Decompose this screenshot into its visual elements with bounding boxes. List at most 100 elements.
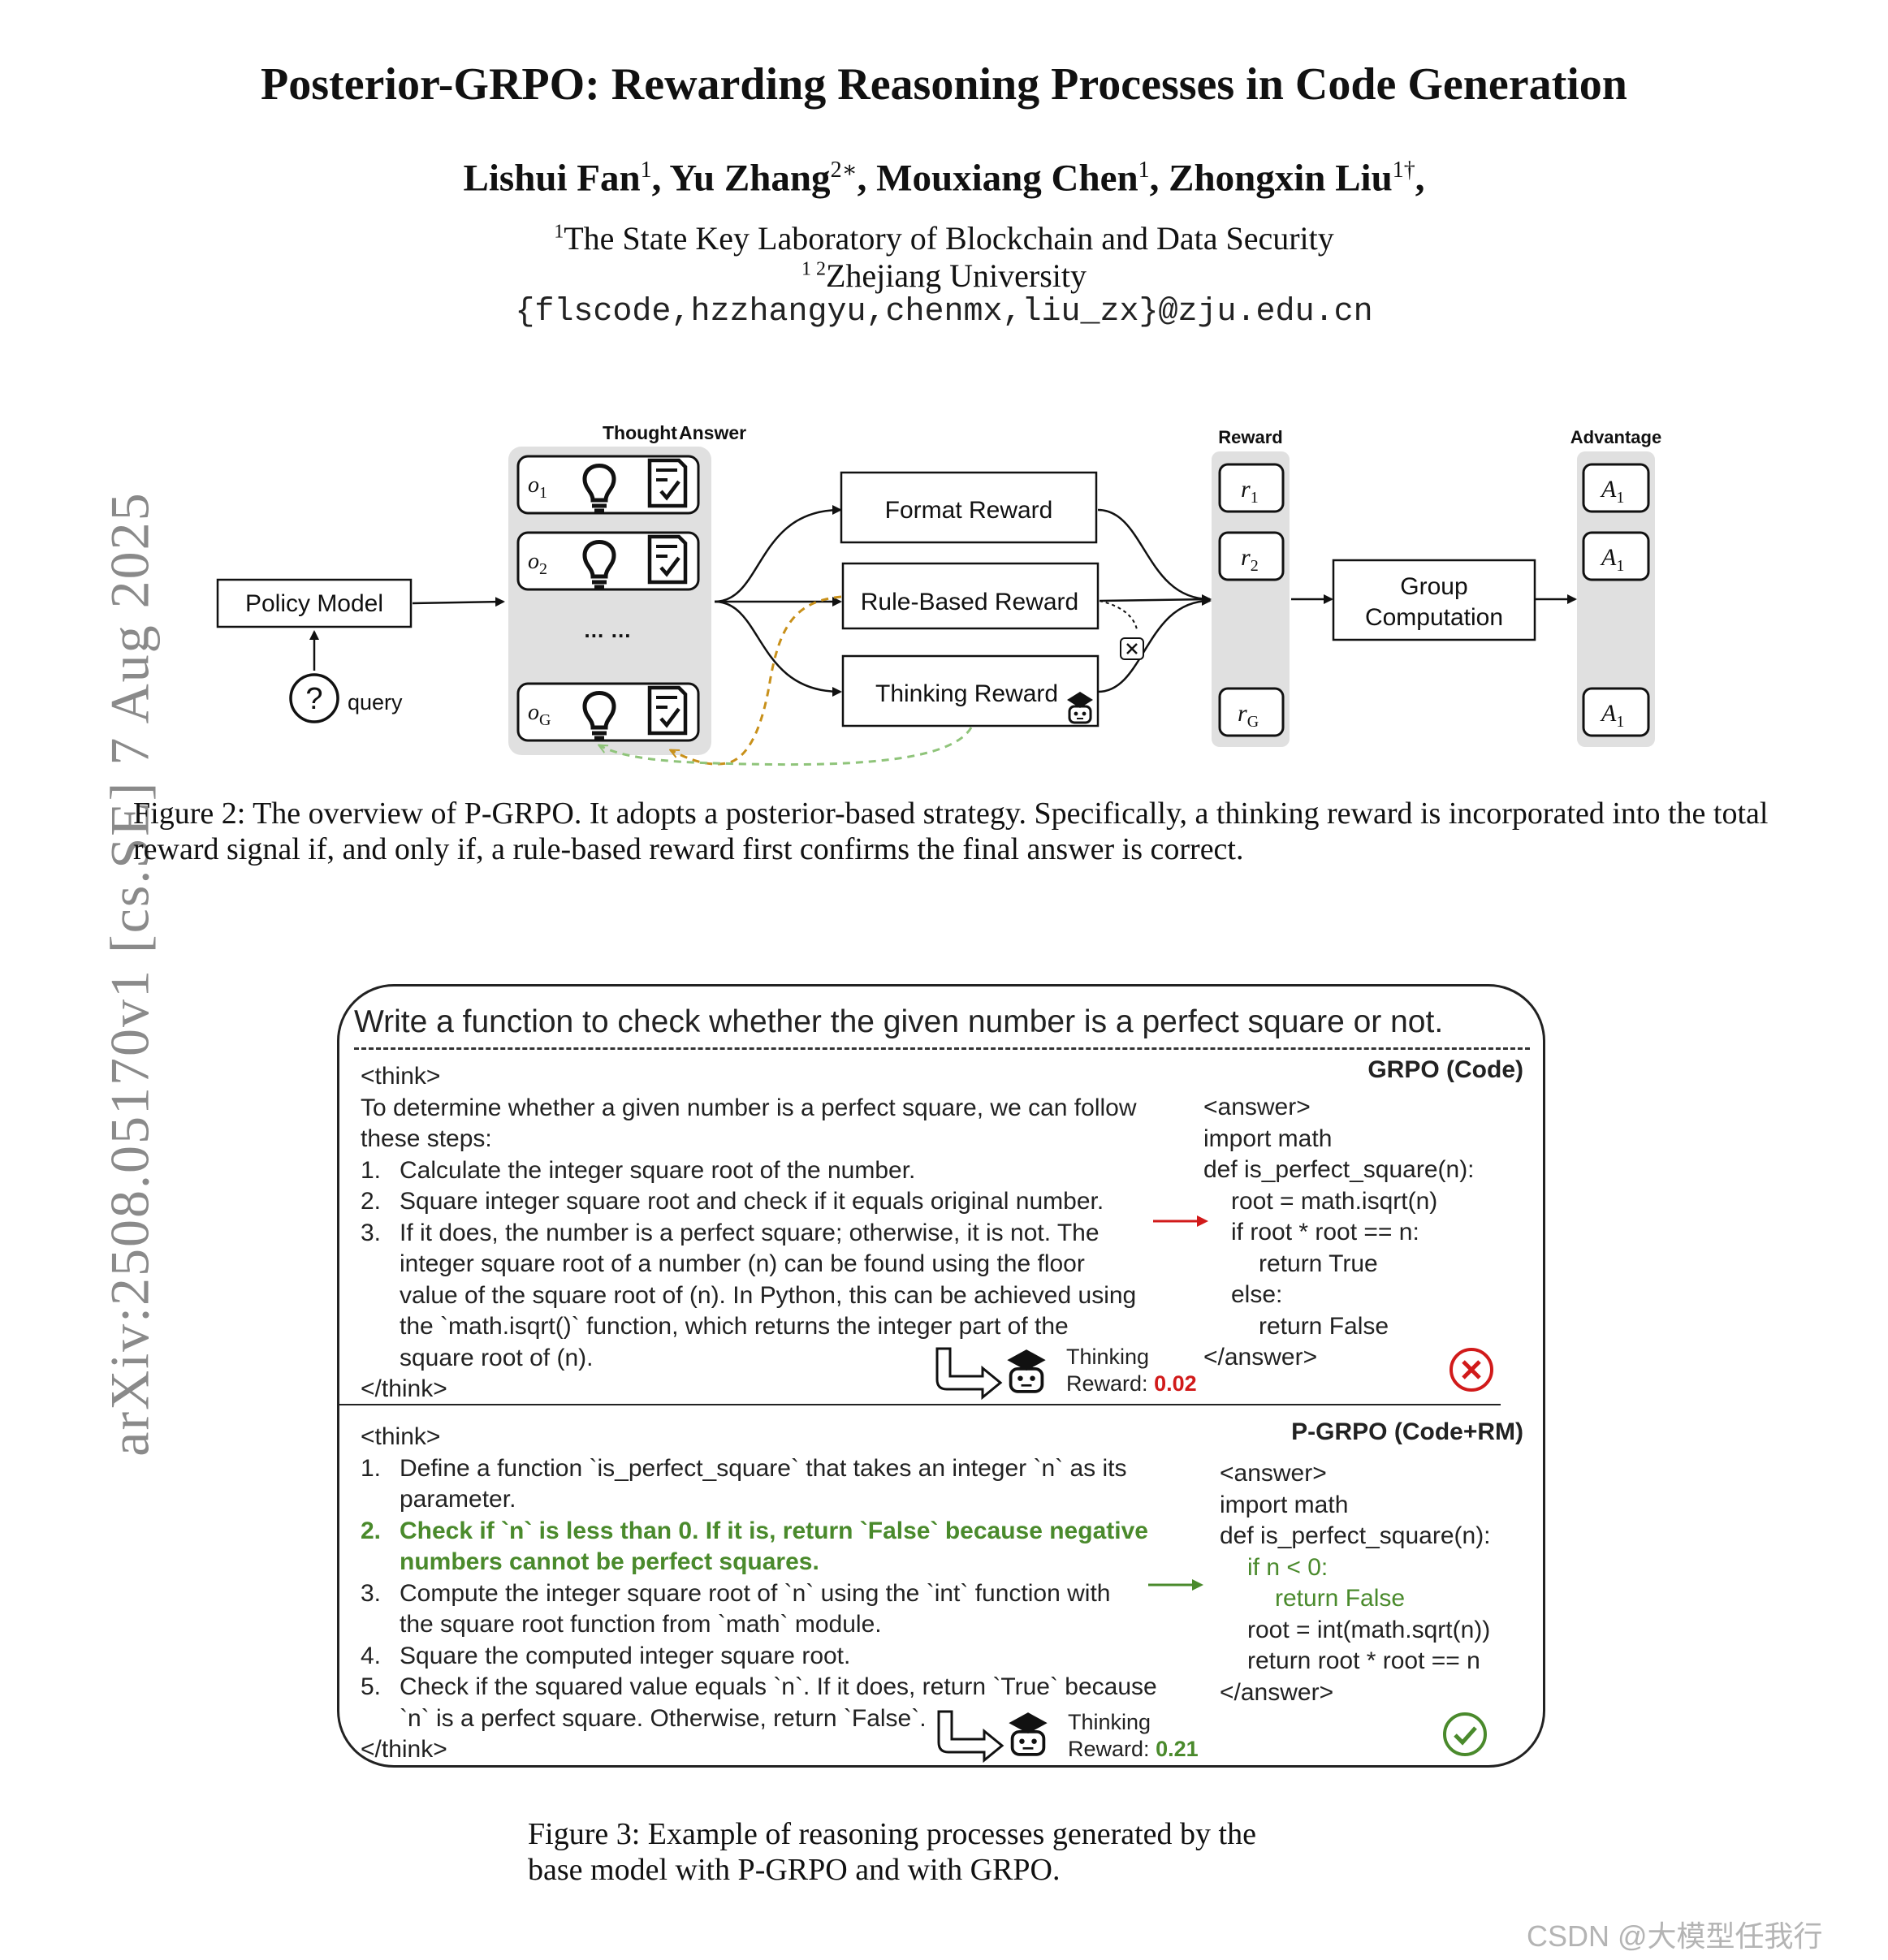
author-mark: 1 — [640, 158, 652, 183]
reward-item: rG — [1218, 687, 1285, 737]
advantage-symbol: A — [1600, 700, 1617, 727]
think-step: 2.Square integer square root and check i… — [361, 1188, 1104, 1215]
reward-subscript: 2 — [1251, 557, 1259, 575]
reward-item: r1 — [1218, 463, 1285, 513]
code-line: return root * root == n — [1247, 1647, 1480, 1674]
thinking-label: Thinking — [1068, 1710, 1151, 1734]
code-line: def is_perfect_square(n): — [1203, 1156, 1475, 1183]
code-line: return False — [1259, 1312, 1389, 1340]
think-step-continuation: integer square root of a number (n) can … — [400, 1250, 1085, 1277]
author-emails: {flscode,hzzhangyu,chenmx,liu_zx}@zju.ed… — [515, 294, 1373, 330]
reward-symbol: r — [1241, 544, 1251, 571]
output-symbol: o — [528, 473, 539, 498]
group-computation-line2: Computation — [1365, 604, 1503, 631]
wrong-cross-icon — [1449, 1348, 1493, 1392]
advantage-symbol: A — [1600, 476, 1617, 503]
think-step: 1.Calculate the integer square root of t… — [361, 1156, 916, 1184]
outputs-ellipsis: … … — [583, 618, 631, 642]
affiliation-text: Zhejiang University — [825, 257, 1087, 294]
grpo-thinking-reward: Thinking Reward: 0.02 — [1066, 1344, 1197, 1397]
reward-label: Reward: — [1068, 1737, 1150, 1761]
code-line-added: return False — [1275, 1585, 1406, 1612]
figure-2-caption: Figure 2: The overview of P-GRPO. It ado… — [133, 797, 1769, 866]
advantage-subscript: 1 — [1616, 713, 1624, 731]
advantage-item: A1 — [1582, 531, 1650, 581]
think-step-continuation: the `math.isqrt()` function, which retur… — [400, 1313, 1069, 1340]
caption-line: Figure 3: Example of reasoning processes… — [528, 1817, 1256, 1851]
code-line: root = math.isqrt(n) — [1231, 1187, 1438, 1215]
author-mark: 2∗ — [830, 158, 858, 183]
prompt-divider — [354, 1047, 1530, 1050]
think-step-continuation: square root of (n). — [400, 1344, 594, 1371]
affiliation-mark: 1 — [554, 221, 564, 243]
reward-item: r2 — [1218, 531, 1285, 581]
correct-check-icon — [1443, 1712, 1487, 1756]
output-symbol: o — [528, 700, 539, 725]
think-step: 5.Check if the squared value equals `n`.… — [361, 1673, 1157, 1700]
reward-column-panel — [1212, 451, 1290, 747]
green-arrow — [1148, 1579, 1203, 1591]
author-name: Lishui Fan — [463, 157, 641, 200]
think-step: 3.If it does, the number is a perfect sq… — [361, 1219, 1100, 1246]
rule-based-reward-label: Rule-Based Reward — [861, 589, 1078, 615]
code-line: if root * root == n: — [1231, 1219, 1419, 1246]
query-icon — [289, 673, 339, 723]
affiliation-mark: 1 2 — [801, 258, 826, 280]
output-subscript: 1 — [539, 484, 547, 502]
reward-subscript: G — [1247, 713, 1259, 731]
reward-subscript: 1 — [1251, 489, 1259, 507]
think-step-continuation: parameter. — [400, 1486, 516, 1513]
thinking-reward-label: Thinking Reward — [875, 680, 1058, 707]
grpo-reward-value: 0.02 — [1154, 1371, 1197, 1396]
think-step-continuation: `n` is a perfect square. Otherwise, retu… — [400, 1704, 927, 1732]
output-symbol: o — [528, 549, 539, 574]
author-mark: 1 — [1138, 158, 1150, 183]
figure-2-diagram: Policy Model ? query Thought Answer o1 o… — [216, 422, 1661, 766]
code-line: root = int(math.sqrt(n)) — [1247, 1616, 1491, 1643]
think-step-continuation: value of the square root of (n). In Pyth… — [400, 1281, 1137, 1309]
csdn-watermark: CSDN @大模型任我行 — [1527, 1919, 1823, 1953]
code-line: <answer> — [1220, 1460, 1327, 1487]
svg-text:A1: A1 — [1600, 476, 1624, 507]
figure-3-example: Write a function to check whether the gi… — [337, 984, 1545, 1768]
think-step-continuation: the square root function from `math` mod… — [400, 1611, 882, 1638]
think-step-highlighted-continuation: numbers cannot be perfect squares. — [400, 1548, 819, 1575]
caption-line: base model with P-GRPO and with GRPO. — [528, 1853, 1061, 1887]
author-list: Lishui Fan1, Yu Zhang2∗, Mouxiang Chen1,… — [463, 157, 1425, 200]
svg-text:o1: o1 — [528, 473, 547, 502]
code-line: else: — [1231, 1281, 1283, 1308]
author-name: Yu Zhang — [669, 157, 831, 200]
reward-symbol: r — [1238, 700, 1247, 727]
author-mark: 1† — [1392, 158, 1415, 183]
code-line: <answer> — [1203, 1094, 1311, 1120]
pgrpo-answer-code: <answer> import math def is_perfect_squa… — [1220, 1458, 1491, 1708]
figure-3-caption: Figure 3: Example of reasoning processes… — [528, 1816, 1340, 1888]
svg-text:?: ? — [305, 682, 322, 716]
svg-text:A1: A1 — [1600, 544, 1624, 575]
code-line-added: if n < 0: — [1247, 1553, 1329, 1581]
svg-text:r2: r2 — [1241, 544, 1259, 575]
grpo-label: GRPO (Code) — [1367, 1056, 1523, 1083]
thinking-label: Thinking — [1066, 1345, 1150, 1369]
think-step: 1.Define a function `is_perfect_square` … — [361, 1454, 1127, 1482]
rule-based-reward-box — [841, 562, 1100, 630]
reward-label: Reward: — [1066, 1371, 1148, 1396]
grpo-think-block: <think> To determine whether a given num… — [361, 1061, 1137, 1405]
output-row-g: oG — [516, 682, 700, 742]
advantage-subscript: 1 — [1616, 557, 1624, 575]
query-label: query — [348, 690, 403, 714]
code-line: </answer> — [1203, 1344, 1318, 1371]
feedback-dashed-arrow — [599, 727, 973, 766]
affiliation-2: 1 2Zhejiang University — [0, 257, 1888, 295]
advantage-item: A1 — [1582, 463, 1650, 513]
advantage-subscript: 1 — [1616, 489, 1624, 507]
policy-model-box — [216, 578, 413, 628]
answer-header: Answer — [679, 422, 746, 443]
think-close-tag: </think> — [361, 1375, 447, 1402]
think-step: 3.Compute the integer square root of `n`… — [361, 1579, 1111, 1607]
pgrpo-reward-value: 0.21 — [1156, 1737, 1199, 1761]
return-arrow-icon — [937, 1710, 1004, 1764]
thought-header: Thought — [603, 422, 677, 443]
grpo-answer-code: <answer> import math def is_perfect_squa… — [1203, 1092, 1475, 1374]
affiliation-1: 1The State Key Laboratory of Blockchain … — [0, 219, 1888, 257]
